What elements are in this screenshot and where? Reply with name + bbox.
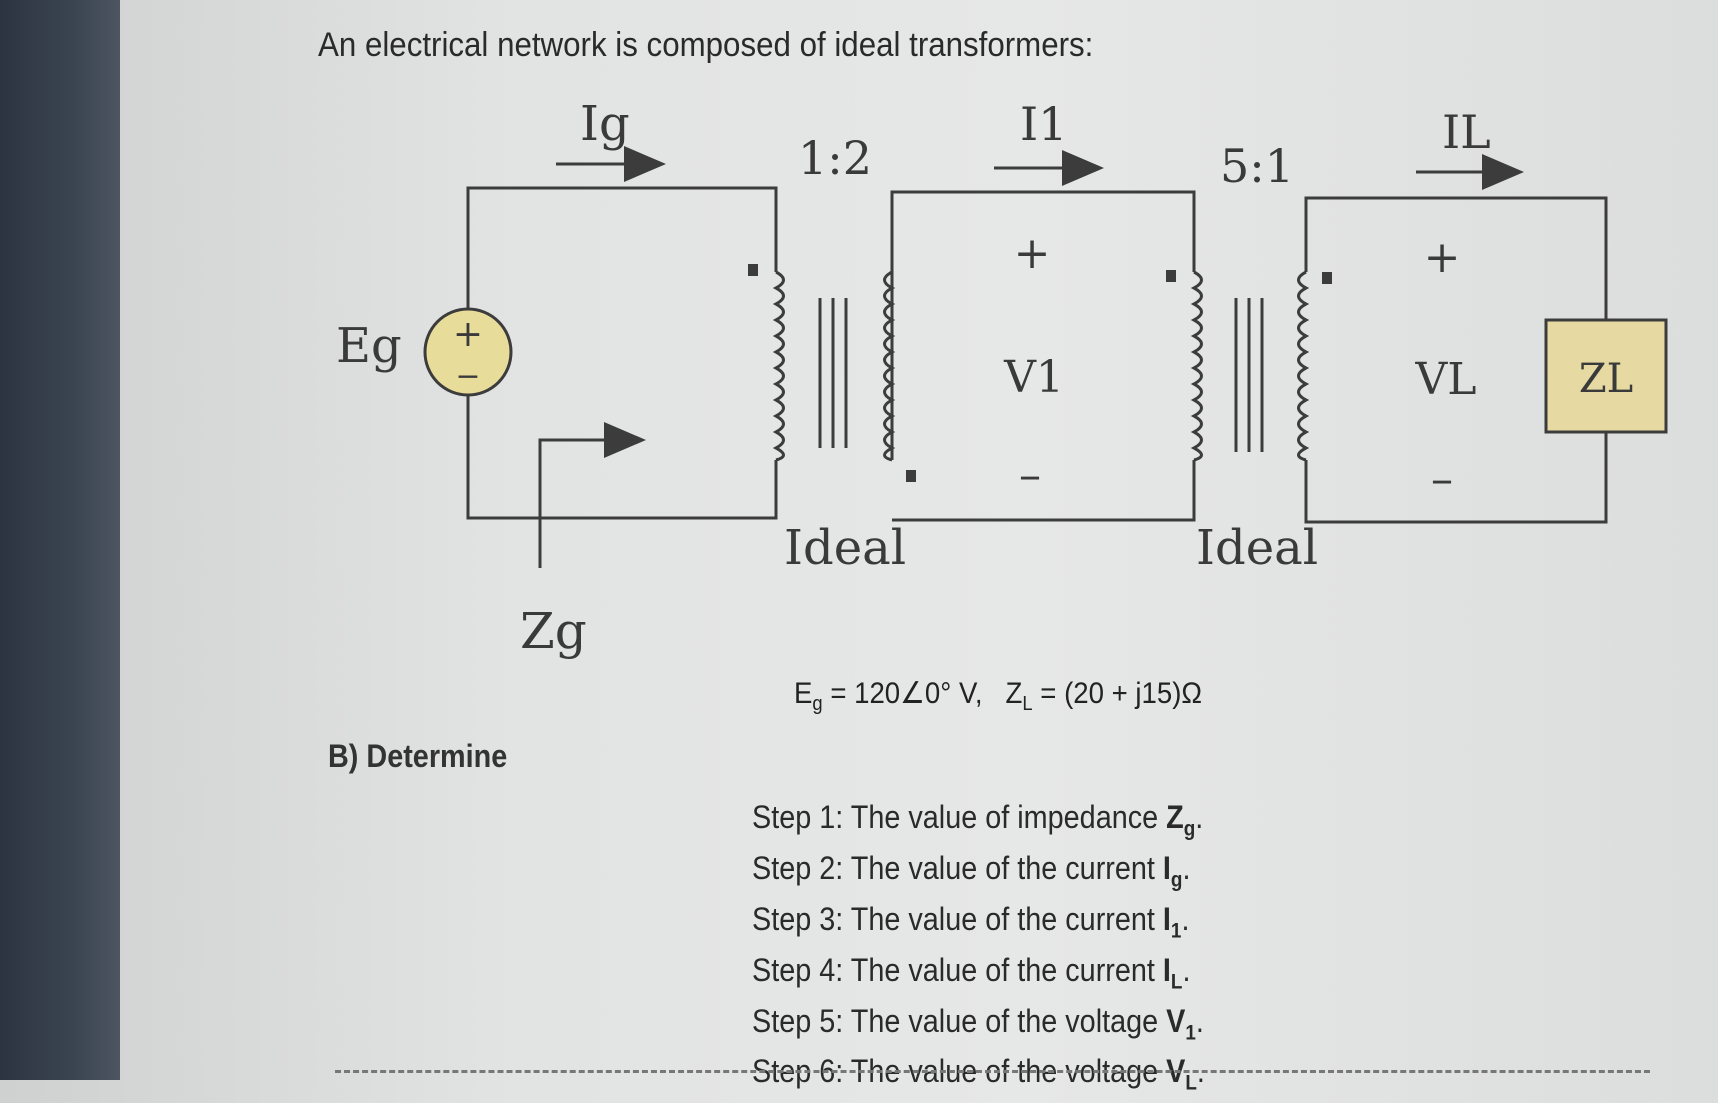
v1-plus: +: [1014, 228, 1051, 279]
circuit-diagram: + − ZL Eg Ig I1 IL 1:2 5:1 + V1 – + VL –…: [336, 96, 1668, 660]
eg-value: = 120∠0° V,: [822, 677, 983, 710]
t1-primary-dot: [748, 264, 758, 276]
source-minus: −: [455, 359, 480, 394]
t1-secondary-dot: [906, 470, 916, 482]
t1-core: [818, 298, 848, 448]
source-plus: +: [453, 314, 483, 355]
t2-primary-coil: [1190, 270, 1203, 462]
t2-secondary-dot: [1322, 272, 1332, 284]
loop1-wire: [466, 186, 778, 520]
zg-tap-wire: [538, 422, 646, 568]
ideal1-label: Ideal: [784, 520, 906, 576]
ideal2-label: Ideal: [1196, 520, 1318, 576]
given-values: Eg = 120∠0° V, ZL = (20 + j15)Ω: [794, 676, 1202, 716]
eg-sub: g: [812, 693, 823, 715]
dashed-divider: [335, 1070, 1650, 1073]
zl-symbol: Z: [1005, 677, 1023, 710]
i1-label: I1: [1020, 97, 1067, 151]
step-6: Step 6: The value of the voltage VL.: [752, 1053, 1205, 1095]
monitor-bezel: [0, 0, 120, 1080]
steps-list: Step 1: The value of impedance Zg. Step …: [752, 798, 1205, 1103]
eg-symbol: E: [794, 677, 813, 710]
loop2-wire: [890, 190, 1196, 522]
load-zl: [1544, 318, 1668, 434]
loop3-wire: [1304, 196, 1608, 524]
vl-label: VL: [1415, 354, 1477, 405]
vl-plus: +: [1424, 232, 1461, 283]
ratio2-label: 5:1: [1220, 139, 1294, 193]
eg-label: Eg: [336, 318, 402, 374]
t2-secondary-coil: [1297, 270, 1310, 462]
t1-primary-coil: [772, 270, 785, 462]
zl-sub: L: [1022, 693, 1033, 715]
t2-primary-dot: [1166, 270, 1176, 282]
v1-minus: –: [1019, 450, 1041, 501]
step-3: Step 3: The value of the current I1.: [752, 900, 1190, 943]
step-4: Step 4: The value of the current IL.: [752, 951, 1191, 994]
v1-label: V1: [1003, 352, 1064, 403]
zl-value: = (20 + j15)Ω: [1032, 677, 1203, 710]
vl-minus: –: [1431, 454, 1453, 505]
zl-label: ZL: [1579, 356, 1633, 402]
step-1: Step 1: The value of impedance Zg.: [752, 799, 1204, 841]
source-eg: [423, 307, 513, 397]
ratio1-label: 1:2: [798, 131, 872, 185]
problem-title: An electrical network is composed of ide…: [318, 26, 1094, 64]
t2-core: [1234, 298, 1264, 452]
zg-label: Zg: [520, 602, 587, 660]
determine-heading: B) Determine: [328, 738, 508, 774]
ig-label: Ig: [580, 96, 630, 152]
t1-secondary-coil: [883, 270, 896, 462]
step-5: Step 5: The value of the voltage V1.: [752, 1002, 1204, 1044]
step-2: Step 2: The value of the current Ig.: [752, 849, 1191, 892]
il-label: IL: [1442, 105, 1491, 159]
